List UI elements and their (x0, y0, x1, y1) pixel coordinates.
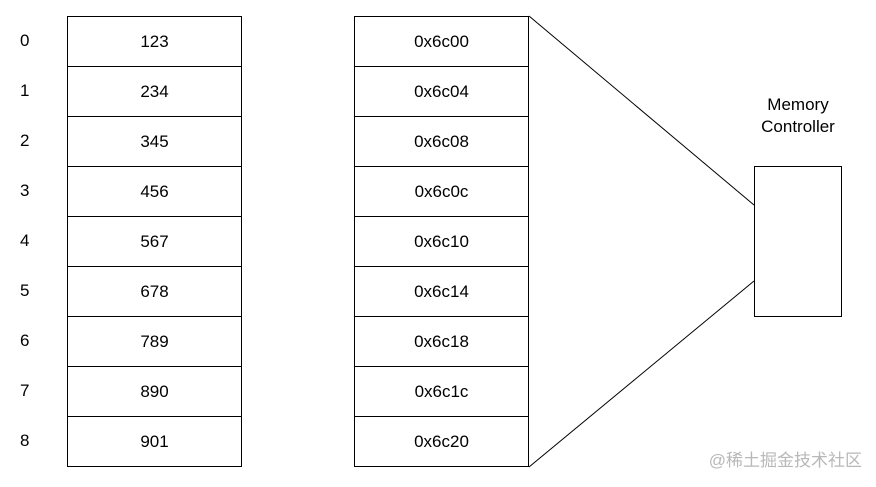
index-label: 8 (20, 431, 30, 450)
value-cell: 901 (67, 416, 242, 467)
memory-controller-box (754, 166, 842, 317)
address-cell: 0x6c20 (354, 416, 529, 467)
address-cell: 0x6c08 (354, 116, 529, 167)
index-label: 3 (20, 181, 30, 200)
memory-controller-label-line1: Memory (767, 95, 829, 114)
index-label: 0 (20, 31, 30, 50)
index-label: 5 (20, 281, 30, 300)
value-cell: 123 (67, 16, 242, 67)
address-cell: 0x6c00 (354, 16, 529, 67)
index-label: 2 (20, 131, 30, 150)
index-label: 1 (20, 81, 30, 100)
address-cell: 0x6c04 (354, 66, 529, 117)
value-cell: 345 (67, 116, 242, 167)
connector-line-top (528, 15, 755, 206)
address-cell: 0x6c1c (354, 366, 529, 417)
value-cell: 567 (67, 216, 242, 267)
value-cell: 890 (67, 366, 242, 417)
value-cell: 678 (67, 266, 242, 317)
address-cell: 0x6c14 (354, 266, 529, 317)
value-cell: 456 (67, 166, 242, 217)
address-cell: 0x6c18 (354, 316, 529, 367)
memory-controller-label-line2: Controller (761, 117, 835, 136)
index-label: 4 (20, 231, 30, 250)
value-cell: 234 (67, 66, 242, 117)
index-label: 7 (20, 381, 30, 400)
address-cell: 0x6c10 (354, 216, 529, 267)
index-label: 6 (20, 331, 30, 350)
address-cell: 0x6c0c (354, 166, 529, 217)
connector-line-bottom (528, 280, 755, 468)
memory-controller-label: Memory Controller (738, 94, 858, 138)
watermark: @稀土掘金技术社区 (708, 451, 862, 470)
value-cell: 789 (67, 316, 242, 367)
